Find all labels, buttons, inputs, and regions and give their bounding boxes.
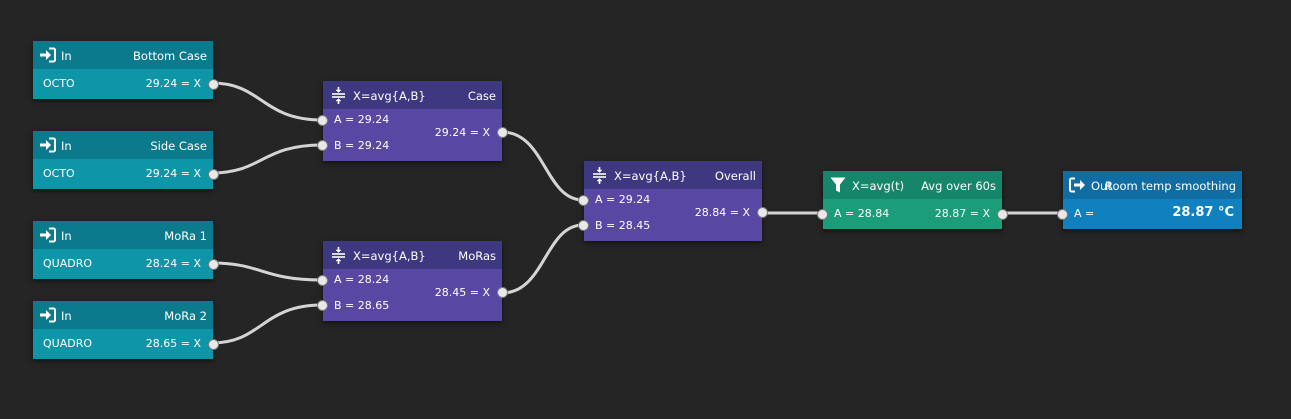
node-type-label: In [61,49,72,63]
node-body: A = 28.87 °C [1057,199,1242,229]
node-header[interactable]: X=avg(t) Avg over 60s [823,171,1002,199]
device-label: OCTO [43,167,75,180]
sign-in-icon [40,137,56,153]
filter-node-avg-over-60s[interactable]: X=avg(t) Avg over 60s A = 28.84 28.87 = … [817,171,1008,229]
input-port-b[interactable] [578,220,589,231]
output-port[interactable] [208,339,219,350]
input-port-a[interactable] [817,209,828,220]
sign-in-icon [40,307,56,323]
output-node-room-temp[interactable]: Out Room temp smoothing A = 28.87 °C [1057,171,1242,229]
node-formula: X=avg{A,B} [353,249,426,263]
input-port-a[interactable] [578,195,589,206]
node-body: OCTO 29.24 = X [33,159,219,189]
output-temperature-value: 28.87 °C [1172,205,1234,220]
node-name: Overall [714,169,756,183]
input-b-value: B = 28.45 [595,219,651,232]
input-a-value: A = [1074,207,1095,220]
node-type-label: In [61,229,72,243]
average-node-moras[interactable]: X=avg{A,B} MoRas A = 28.24 28.45 = X B =… [317,241,508,321]
input-a-value: A = 28.84 [834,207,890,220]
average-icon [332,87,345,104]
node-type-label: Out [1091,179,1112,193]
node-header[interactable]: X=avg{A,B} Case [323,81,502,109]
input-port-a[interactable] [1057,209,1068,220]
node-name: MoRa 2 [164,309,207,323]
output-port[interactable] [208,259,219,270]
node-type-label: In [61,309,72,323]
output-value: 28.45 = X [434,286,490,299]
node-name: Room temp smoothing [1105,179,1236,193]
sign-in-icon [40,47,56,63]
output-value: 29.24 = X [145,77,201,90]
node-name: MoRa 1 [164,229,207,243]
filter-icon [830,177,846,193]
sign-out-icon [1069,177,1085,193]
input-node-mora-1[interactable]: In MoRa 1 QUADRO 28.24 = X [33,221,219,279]
node-formula: X=avg{A,B} [353,89,426,103]
node-body: A = 28.84 28.87 = X [817,199,1008,229]
input-port-b[interactable] [317,300,328,311]
wire-side-case-to-case-b [211,143,323,175]
output-port[interactable] [757,207,768,218]
wire-moras-to-overall-b [501,223,584,295]
average-icon [593,167,606,184]
output-port[interactable] [497,127,508,138]
output-port[interactable] [997,209,1008,220]
wire-bottom-case-to-case-a [211,81,323,122]
output-value: 29.24 = X [145,167,201,180]
device-label: OCTO [43,77,75,90]
input-a-value: A = 28.24 [334,273,390,286]
output-value: 28.24 = X [145,257,201,270]
output-value: 28.87 = X [934,207,990,220]
node-body: OCTO 29.24 = X [33,69,219,99]
node-name: MoRas [458,249,496,263]
device-label: QUADRO [43,337,93,350]
node-name: Case [467,89,496,103]
output-port[interactable] [208,169,219,180]
average-node-case[interactable]: X=avg{A,B} Case A = 29.24 29.24 = X B = … [317,81,508,161]
wire-case-to-overall-a [501,130,584,202]
input-node-side-case[interactable]: In Side Case OCTO 29.24 = X [33,131,219,189]
average-node-overall[interactable]: X=avg{A,B} Overall A = 29.24 28.84 = X B… [578,161,768,241]
node-body: A = 29.24 28.84 = X B = 28.45 [578,189,768,241]
output-value: 28.65 = X [145,337,201,350]
node-name: Side Case [150,139,207,153]
device-label: QUADRO [43,257,93,270]
node-body: QUADRO 28.65 = X [33,329,219,359]
input-a-value: A = 29.24 [595,193,651,206]
output-port[interactable] [208,79,219,90]
input-port-b[interactable] [317,140,328,151]
input-node-mora-2[interactable]: In MoRa 2 QUADRO 28.65 = X [33,301,219,359]
node-body: A = 29.24 29.24 = X B = 29.24 [317,109,508,161]
node-header[interactable]: In Bottom Case [33,41,213,69]
sign-in-icon [40,227,56,243]
node-formula: X=avg{A,B} [614,169,687,183]
node-header[interactable]: X=avg{A,B} MoRas [323,241,502,269]
node-header[interactable]: Out Room temp smoothing [1063,171,1242,199]
node-body: QUADRO 28.24 = X [33,249,219,279]
input-port-a[interactable] [317,275,328,286]
input-port-a[interactable] [317,115,328,126]
node-header[interactable]: In MoRa 2 [33,301,213,329]
node-header[interactable]: In MoRa 1 [33,221,213,249]
average-icon [332,247,345,264]
node-name: Avg over 60s [921,179,996,193]
output-value: 29.24 = X [434,126,490,139]
node-type-label: In [61,139,72,153]
input-a-value: A = 29.24 [334,113,390,126]
node-formula: X=avg(t) [852,179,905,193]
node-body: A = 28.24 28.45 = X B = 28.65 [317,269,508,321]
wire-mora1-to-moras-a [211,261,323,282]
node-name: Bottom Case [133,49,207,63]
output-value: 28.84 = X [694,206,750,219]
output-port[interactable] [497,287,508,298]
input-node-bottom-case[interactable]: In Bottom Case OCTO 29.24 = X [33,41,219,99]
input-b-value: B = 29.24 [334,139,390,152]
wire-mora2-to-moras-b [211,303,323,345]
node-header[interactable]: X=avg{A,B} Overall [584,161,762,189]
input-b-value: B = 28.65 [334,299,390,312]
node-header[interactable]: In Side Case [33,131,213,159]
